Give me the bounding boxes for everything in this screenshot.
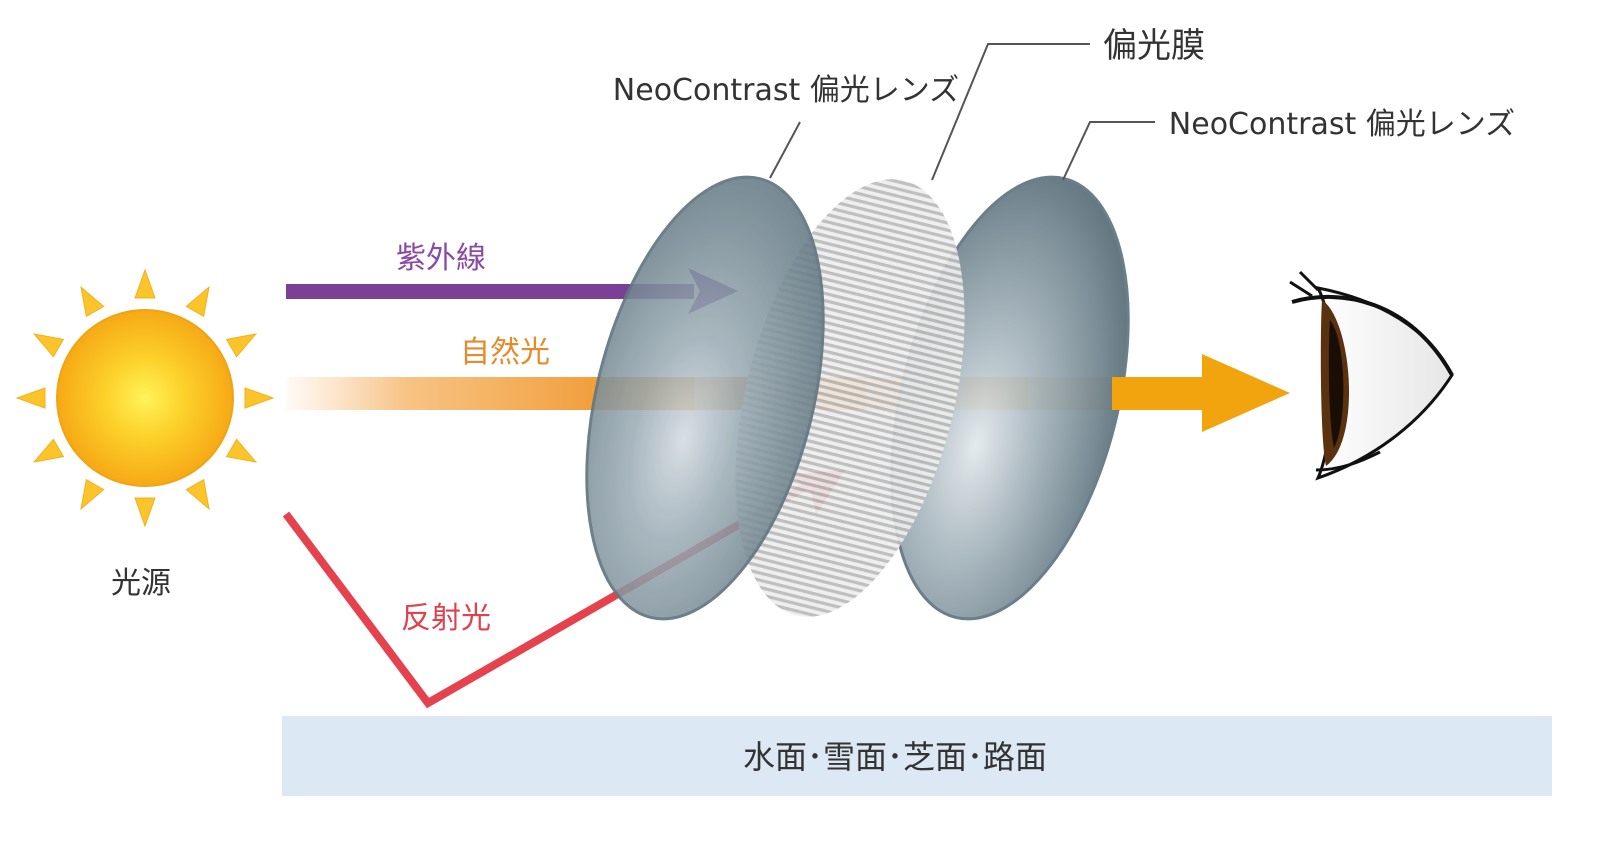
natural-light-exit-arrow bbox=[1112, 354, 1290, 432]
natural-light-label: 自然光 bbox=[460, 335, 550, 370]
polarizing-film-label: 偏光膜 bbox=[1103, 26, 1205, 66]
leader-lens-back bbox=[1062, 121, 1155, 181]
sun-icon bbox=[15, 268, 275, 528]
light-source-label: 光源 bbox=[111, 566, 171, 601]
leader-lens-front bbox=[769, 121, 801, 179]
lens-back-label: NeoContrast 偏光レンズ bbox=[1169, 107, 1515, 142]
uv-label: 紫外線 bbox=[396, 241, 486, 276]
reflected-light-label: 反射光 bbox=[401, 601, 491, 636]
lens-front-label: NeoContrast 偏光レンズ bbox=[613, 73, 959, 108]
neocontrast-lens-front bbox=[585, 175, 825, 621]
surface-label: 水面･雪面･芝面･路面 bbox=[743, 738, 1047, 776]
leader-lines bbox=[769, 43, 1155, 181]
surface-band: 水面･雪面･芝面･路面 bbox=[282, 716, 1552, 796]
leader-polarizing-film bbox=[931, 43, 1090, 181]
eye-icon bbox=[1289, 270, 1454, 481]
